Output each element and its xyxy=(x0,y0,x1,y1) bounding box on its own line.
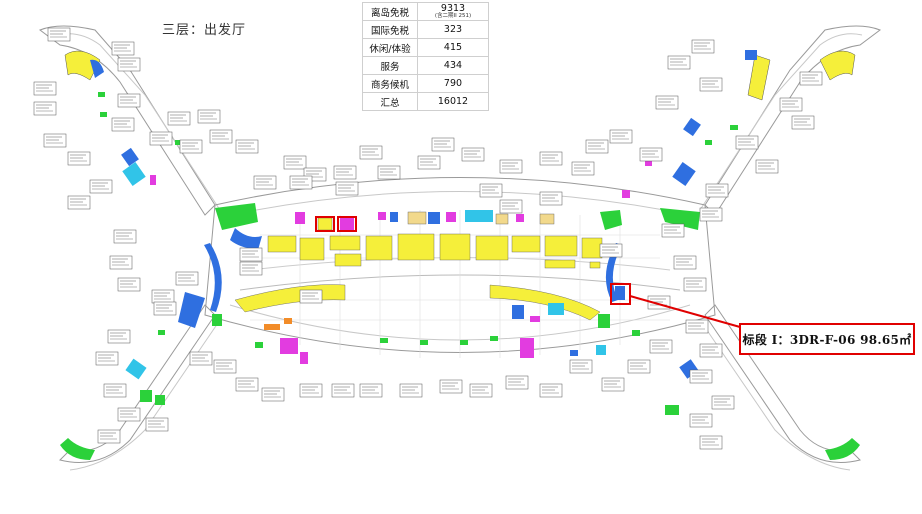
summary-label: 商务候机 xyxy=(362,74,418,93)
summary-label: 休闲/体验 xyxy=(362,38,418,57)
summary-row: 服务 434 xyxy=(362,56,489,75)
pier-upper-right xyxy=(622,50,856,198)
summary-label: 离岛免税 xyxy=(362,2,418,21)
hall-side-arcs xyxy=(204,243,625,312)
highlight-box-2 xyxy=(337,216,357,232)
summary-label: 服务 xyxy=(362,56,418,75)
pier-lower-left xyxy=(60,292,205,460)
highlight-box-1 xyxy=(315,216,335,232)
summary-value: 790 xyxy=(417,74,489,93)
summary-row: 商务候机 790 xyxy=(362,74,489,93)
summary-row: 休闲/体验 415 xyxy=(362,38,489,57)
callout-leader xyxy=(629,295,741,328)
hall-upper-band xyxy=(215,203,700,250)
callout-box: 标段 I：3DR-F-06 98.65㎡ xyxy=(739,323,915,355)
summary-value-sub: (含二期II 251) xyxy=(434,13,472,19)
summary-row: 汇总 16012 xyxy=(362,92,489,111)
summary-row: 离岛免税 9313 (含二期II 251) xyxy=(362,2,489,21)
area-summary-table: 离岛免税 9313 (含二期II 251) 国际免税 323 休闲/体验 415… xyxy=(362,2,489,111)
summary-value: 16012 xyxy=(417,92,489,111)
hall-duty-free-blocks xyxy=(267,233,603,269)
summary-value: 323 xyxy=(417,20,489,39)
summary-value: 9313 (含二期II 251) xyxy=(417,2,489,21)
summary-value-main: 9313 xyxy=(440,3,466,14)
summary-label: 汇总 xyxy=(362,92,418,111)
summary-label: 国际免税 xyxy=(362,20,418,39)
summary-row: 国际免税 323 xyxy=(362,20,489,39)
highlight-box-3dr-f-06 xyxy=(610,283,631,305)
hall-lower-band xyxy=(212,284,610,364)
floor-title: 三层：出发厅 xyxy=(162,23,247,38)
summary-value: 434 xyxy=(417,56,489,75)
summary-value: 415 xyxy=(417,38,489,57)
highlight-boxes xyxy=(315,216,631,305)
pier-upper-left xyxy=(64,50,182,186)
